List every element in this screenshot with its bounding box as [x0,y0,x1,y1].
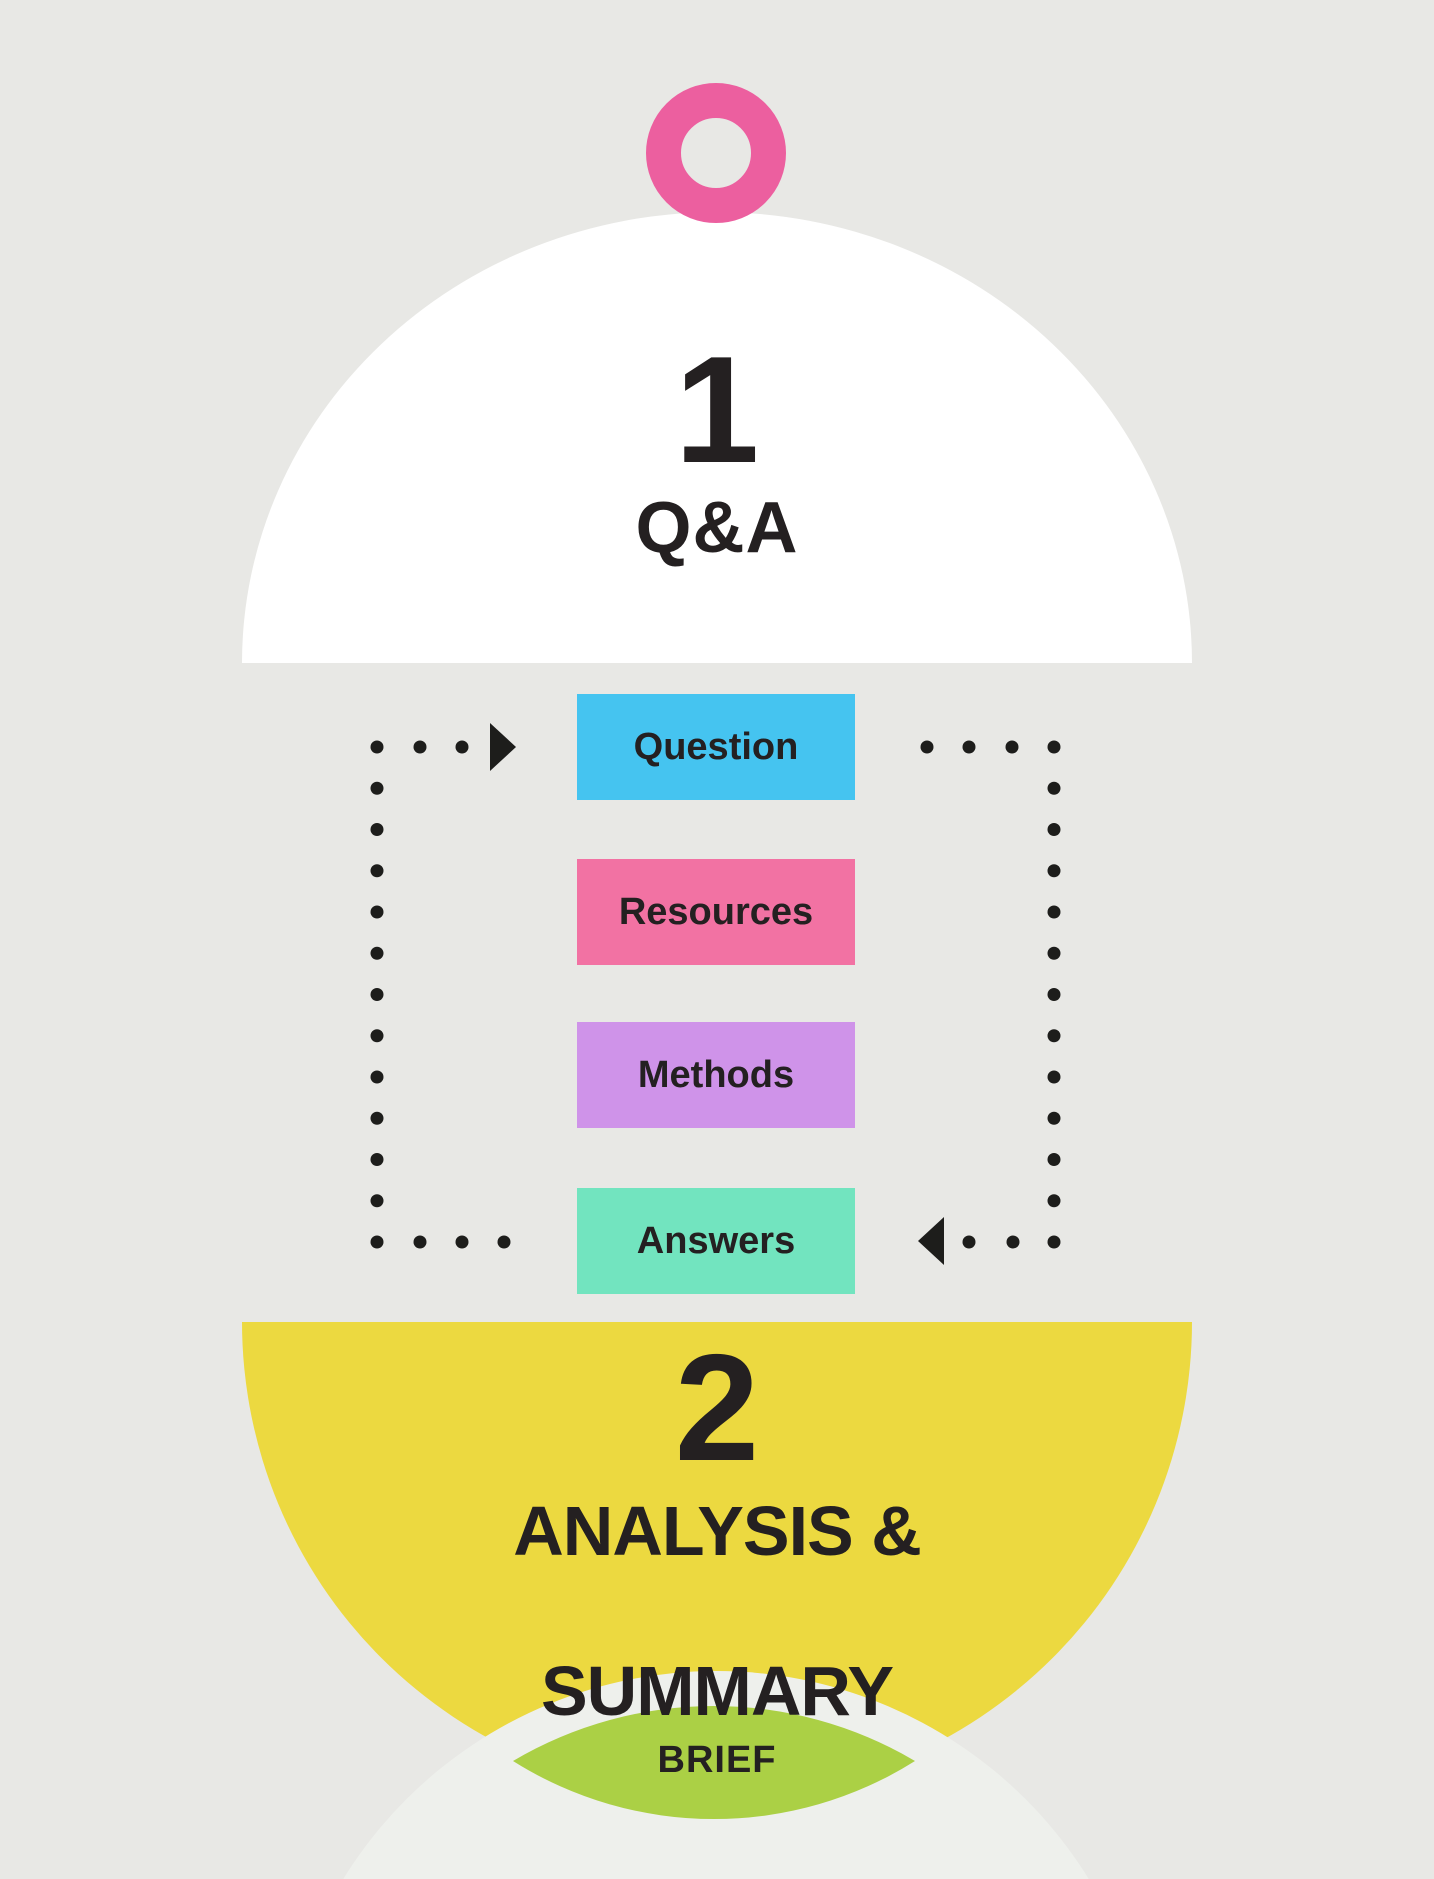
loop-dot [1047,1111,1061,1125]
loop-dot [370,1070,384,1084]
loop-dot [370,988,384,1001]
brief-lens [513,1706,915,1820]
loop-dot [1047,1194,1061,1208]
loop-dot [1047,1070,1061,1084]
loop-dot [1005,740,1019,754]
step2-number: 2 [674,1323,760,1493]
step1-title: Q&A [635,488,799,568]
loop-dot [497,1235,511,1249]
loop-dot [962,1235,976,1249]
dotted-loop [370,740,1061,1249]
loop-dot [370,905,384,919]
loop-dot [370,1111,384,1125]
loop-dot [1047,1235,1061,1249]
loop-dot [370,823,384,836]
loop-box-resources: Resources [577,859,855,965]
brief-label: BRIEF [657,1738,777,1781]
loop-box-methods: Methods [577,1022,855,1128]
loop-dot [1047,781,1061,795]
loop-dot [413,740,427,754]
loop-dot [455,1235,469,1249]
loop-box-label: Answers [636,1219,796,1262]
loop-dot [370,946,384,960]
loop-dot [1047,1153,1061,1166]
loop-dot [370,864,384,878]
loop-dot [370,781,384,795]
loop-dot [1047,1029,1061,1043]
loop-dot [370,1153,384,1166]
loop-box-question: Question [577,694,855,800]
loop-dot [1047,946,1061,960]
arrow-left-icon [918,1217,944,1265]
loop-box-label: Methods [637,1053,795,1096]
loop-dot [1006,1235,1020,1249]
loop-box-answers: Answers [577,1188,855,1294]
loop-dot [920,740,934,754]
loop-box-label: Question [633,725,799,768]
loop-dot [962,740,976,754]
step1-dome [242,212,1192,664]
loop-dot [370,740,384,754]
ring-icon [646,83,786,223]
loop-dot [370,1235,384,1249]
step1-number: 1 [674,325,760,495]
loop-box-label: Resources [618,890,814,933]
loop-dot [1047,740,1061,754]
loop-dot [1047,823,1061,836]
loop-dot [455,740,469,754]
step2-bowl [242,1322,1192,1797]
step2-title-line1: ANALYSIS & [513,1492,922,1570]
arrow-right-icon [490,723,516,771]
step2-title-line2: SUMMARY [540,1652,894,1730]
loop-dot [1047,905,1061,919]
loop-dot [1047,864,1061,878]
loop-dot [413,1235,427,1249]
loop-dot [370,1029,384,1043]
step2-title: ANALYSIS & SUMMARY [0,1489,1434,1730]
loop-dot [370,1194,384,1208]
loop-dot [1047,988,1061,1001]
